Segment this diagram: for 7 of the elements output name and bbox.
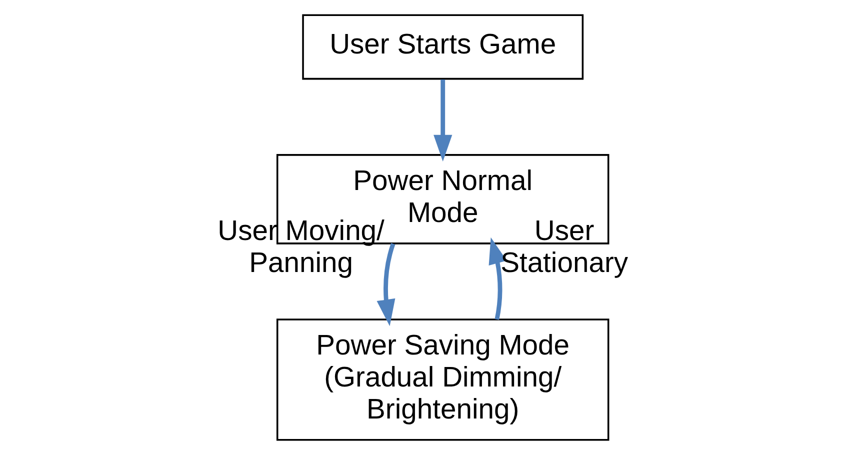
arrow bbox=[433, 80, 452, 162]
arrow bbox=[488, 237, 506, 320]
edge-label: User Moving/ Panning bbox=[217, 214, 384, 279]
node-box: Power Saving Mode (Gradual Dimming/ Brightening) bbox=[276, 318, 609, 441]
node-box: User Starts Game bbox=[302, 14, 584, 80]
edge-label: User Stationary bbox=[500, 215, 628, 279]
arrow bbox=[376, 243, 395, 326]
